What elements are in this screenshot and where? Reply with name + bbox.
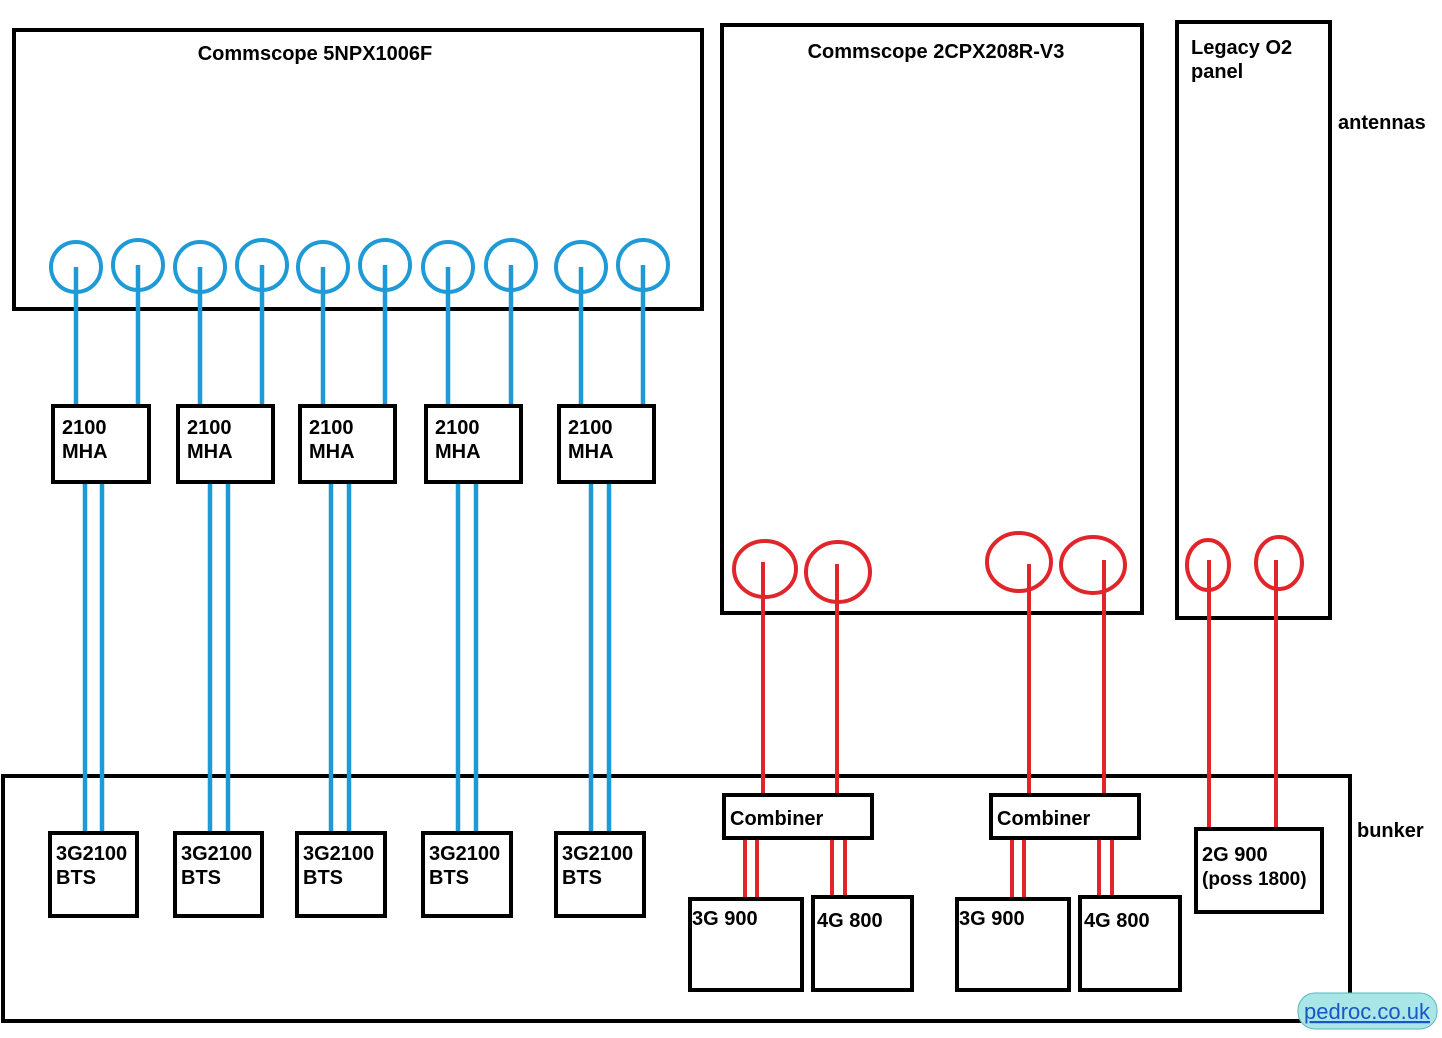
- bts-5: 3G2100 BTS: [554, 831, 646, 918]
- legacy-bts-line2: (poss 1800): [1202, 869, 1307, 890]
- watermark-text: pedroc.co.uk: [1304, 999, 1431, 1024]
- mha-4: 2100 MHA: [424, 404, 523, 484]
- bts-label-line1: 3G2100: [303, 843, 374, 865]
- mha-2: 2100 MHA: [176, 404, 275, 484]
- legacy-bts-line1: 2G 900: [1202, 844, 1268, 866]
- unit-label: 4G 800: [1084, 910, 1150, 932]
- unit-label: 4G 800: [817, 910, 883, 932]
- watermark: pedroc.co.uk: [1297, 992, 1438, 1030]
- bts-label-line2: BTS: [181, 867, 221, 889]
- mha-label-line2: MHA: [568, 441, 614, 463]
- antenna-port-circle: [732, 539, 798, 599]
- mha-label-line1: 2100: [435, 417, 480, 439]
- unit-3g900-1: 3G 900: [688, 897, 804, 992]
- mha-1: 2100 MHA: [51, 404, 151, 484]
- blue-antenna-ports: [49, 238, 670, 294]
- mha-3: 2100 MHA: [298, 404, 397, 484]
- bts-1: 3G2100 BTS: [48, 831, 139, 918]
- unit-4g800-2: 4G 800: [1078, 895, 1182, 992]
- bts-4: 3G2100 BTS: [421, 831, 513, 918]
- mha-label-line1: 2100: [568, 417, 613, 439]
- unit-3g900-2: 3G 900: [955, 897, 1071, 992]
- legacy-2g900-bts: 2G 900 (poss 1800): [1194, 827, 1324, 914]
- red-feeders-combiner-to-units: [743, 838, 1114, 900]
- antenna-port-circle: [1254, 535, 1304, 591]
- combiner-1: Combiner: [722, 793, 874, 840]
- antenna-port-circle: [1185, 538, 1231, 592]
- bts-label-line1: 3G2100: [429, 843, 500, 865]
- mha-label-line1: 2100: [62, 417, 107, 439]
- unit-label: 3G 900: [959, 908, 1025, 930]
- mha-label-line2: MHA: [62, 441, 108, 463]
- bts-label-line2: BTS: [562, 867, 602, 889]
- antenna-legacy-o2-panel: Legacy O2 panel: [1175, 20, 1332, 620]
- antenna-port-circle: [1059, 535, 1127, 595]
- legacy-o2-title-line2: panel: [1191, 61, 1243, 83]
- legacy-o2-title-line1: Legacy O2: [1191, 37, 1292, 59]
- bunker-section-label: bunker: [1357, 820, 1424, 842]
- bts-2: 3G2100 BTS: [173, 831, 264, 918]
- bunker: [1, 774, 1352, 1023]
- blue-feeders-antenna-to-mha: [73, 265, 646, 407]
- mha-label-line2: MHA: [435, 441, 481, 463]
- bts-label-line1: 3G2100: [56, 843, 127, 865]
- bts-label-line1: 3G2100: [181, 843, 252, 865]
- bts-3: 3G2100 BTS: [295, 831, 387, 918]
- antenna-port-circle: [804, 540, 872, 604]
- antenna-port-circle: [985, 531, 1053, 593]
- antenna-commscope-2cpx208r-v3: Commscope 2CPX208R-V3: [720, 23, 1144, 615]
- bts-label-line2: BTS: [303, 867, 343, 889]
- bts-label-line2: BTS: [56, 867, 96, 889]
- mha-label-line2: MHA: [309, 441, 355, 463]
- antennas-section-label: antennas: [1338, 112, 1426, 134]
- antenna-2cpx-title: Commscope 2CPX208R-V3: [808, 41, 1065, 63]
- mha-label-line1: 2100: [187, 417, 232, 439]
- combiner-2: Combiner: [989, 793, 1141, 840]
- bts-label-line2: BTS: [429, 867, 469, 889]
- mha-label-line2: MHA: [187, 441, 233, 463]
- combiner-label: Combiner: [997, 808, 1091, 830]
- mha-5: 2100 MHA: [557, 404, 656, 484]
- antenna-5npx-title: Commscope 5NPX1006F: [198, 43, 433, 65]
- red-antenna-ports: [732, 531, 1304, 604]
- blue-feeders-mha-to-bts: [82, 482, 612, 834]
- unit-4g800-1: 4G 800: [811, 895, 914, 992]
- unit-label: 3G 900: [692, 908, 758, 930]
- mha-label-line1: 2100: [309, 417, 354, 439]
- antenna-commscope-5npx1006f: Commscope 5NPX1006F: [12, 28, 704, 311]
- bts-label-line1: 3G2100: [562, 843, 633, 865]
- combiner-label: Combiner: [730, 808, 824, 830]
